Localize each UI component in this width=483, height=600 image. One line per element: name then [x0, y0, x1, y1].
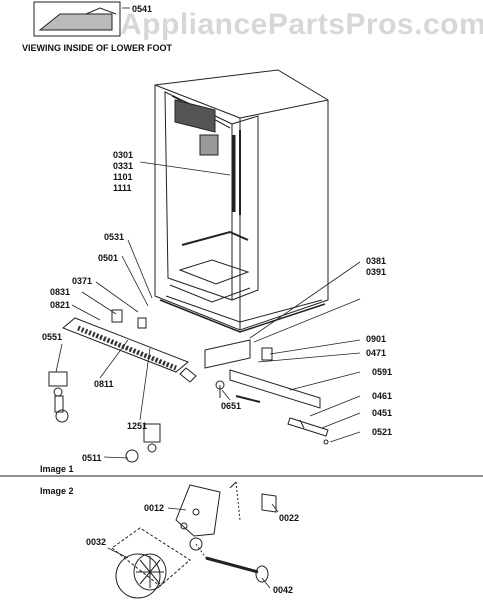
- part-label-1251[interactable]: 1251: [127, 421, 148, 431]
- part-label-0831[interactable]: 0831: [50, 287, 71, 297]
- part-label-0521[interactable]: 0521: [372, 427, 393, 437]
- part-label-0591[interactable]: 0591: [372, 367, 393, 377]
- part-label-0551[interactable]: 0551: [42, 332, 63, 342]
- part-label-0651[interactable]: 0651: [221, 401, 242, 411]
- part-label-0042[interactable]: 0042: [273, 585, 294, 595]
- part-label-0531[interactable]: 0531: [104, 232, 125, 242]
- part-label-0461[interactable]: 0461: [372, 391, 393, 401]
- part-label-0301[interactable]: 0301: [113, 150, 134, 160]
- rear-rail-assembly: [204, 339, 329, 445]
- part-label-0032[interactable]: 0032: [86, 537, 107, 547]
- caption-image2: Image 2: [40, 486, 74, 496]
- part-label-0022[interactable]: 0022: [279, 513, 300, 523]
- wheel-assembly: [111, 481, 277, 599]
- part-label-0451[interactable]: 0451: [372, 408, 393, 418]
- part-label-0471[interactable]: 0471: [366, 348, 387, 358]
- caption-image1: Image 1: [40, 464, 74, 474]
- leader-lines: [55, 7, 361, 459]
- part-label-0541[interactable]: 0541: [132, 4, 153, 14]
- part-label-0381[interactable]: 0381: [366, 256, 387, 266]
- part-label-0371[interactable]: 0371: [72, 276, 93, 286]
- part-label-1101[interactable]: 1101: [113, 172, 133, 182]
- part-label-0501[interactable]: 0501: [98, 253, 119, 263]
- watermark-text: AppliancePartsPros.com: [120, 8, 483, 41]
- front-feet: [48, 367, 197, 463]
- lower-foot-inset: [33, 1, 121, 37]
- part-label-1111[interactable]: 1111: [113, 183, 132, 193]
- kick-grille: [62, 309, 189, 373]
- part-label-0012[interactable]: 0012: [144, 503, 165, 513]
- part-label-0331[interactable]: 0331: [113, 161, 134, 171]
- refrigerator-cabinet: [154, 69, 329, 333]
- part-label-0821[interactable]: 0821: [50, 300, 71, 310]
- caption-viewing-inside: VIEWING INSIDE OF LOWER FOOT: [22, 43, 172, 53]
- part-label-0811[interactable]: 0811: [94, 379, 114, 389]
- part-label-0391[interactable]: 0391: [366, 267, 387, 277]
- image2-leader-lines: [107, 503, 279, 589]
- part-label-0511[interactable]: 0511: [82, 453, 102, 463]
- part-label-0901[interactable]: 0901: [366, 334, 387, 344]
